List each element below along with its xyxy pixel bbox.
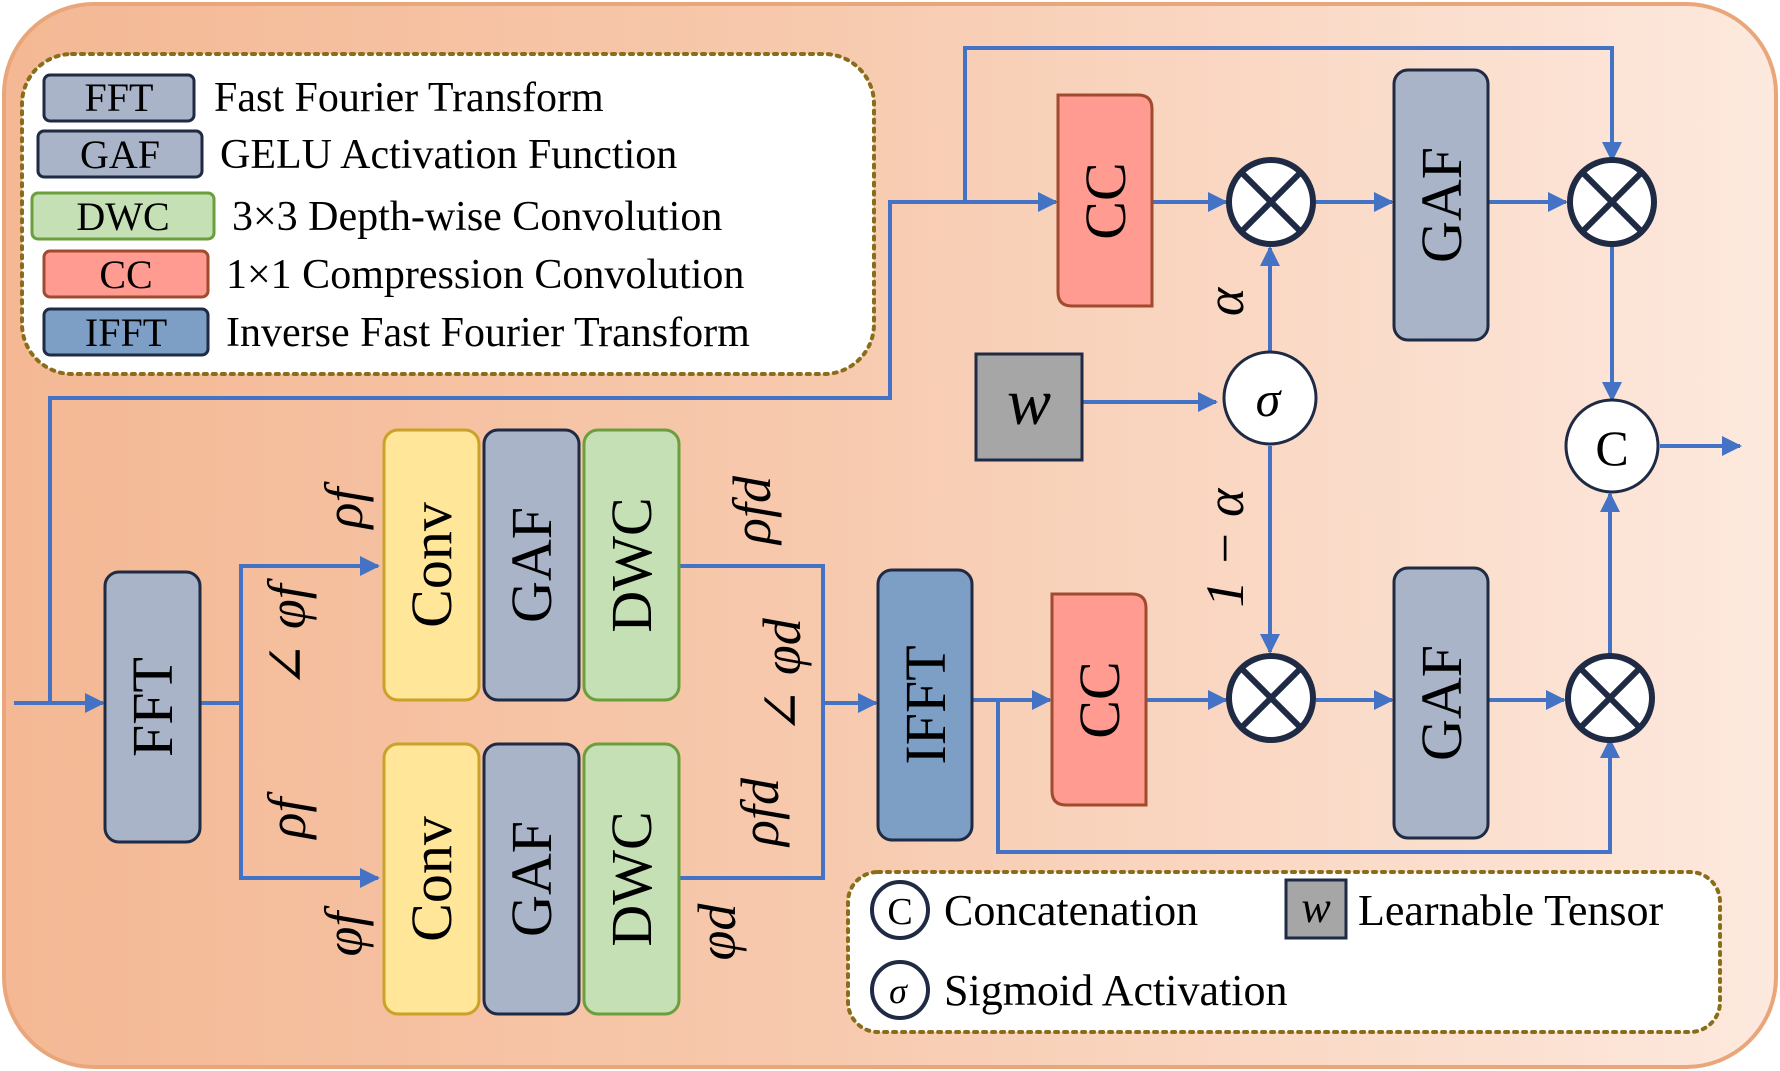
dwc-block-upper: DWC (582, 428, 681, 702)
label-rho-f-upper: ρf (314, 481, 374, 531)
cc-label-top: CC (1073, 162, 1138, 239)
legend-tensor-item: w Learnable Tensor (1284, 878, 1664, 940)
multiply-node-bottom-right (1565, 653, 1655, 743)
connector-dwc-merge-bottom (680, 703, 825, 880)
legend-dwc-abbr: DWC (76, 194, 169, 239)
legend-ifft-desc: Inverse Fast Fourier Transform (226, 310, 750, 356)
legend-sigmoid-symbol: σ (889, 971, 908, 1011)
legend-gaf-abbr: GAF (80, 132, 160, 177)
label-rho-f-d-lower: ρfd (730, 777, 790, 848)
sigmoid-label: σ (1256, 371, 1283, 427)
learnable-tensor-label: w (1007, 366, 1051, 439)
legend-item-fft: FFT Fast Fourier Transform (42, 73, 604, 123)
gaf-block-bottom-right: GAF (1392, 566, 1490, 840)
legend-sigmoid-desc: Sigmoid Activation (944, 966, 1287, 1015)
cc-block-bottom: CC (1050, 592, 1148, 807)
connector-fft-split-lower (239, 703, 380, 888)
learnable-tensor-block: w (974, 352, 1084, 462)
multiply-node-top-middle (1226, 157, 1316, 247)
multiply-node-bottom-middle (1226, 653, 1316, 743)
connectors (14, 46, 1742, 888)
gaf-label-bottom-right: GAF (1409, 645, 1474, 761)
legend-concat-desc: Concatenation (944, 886, 1198, 935)
legend-gaf-desc: GELU Activation Function (220, 132, 677, 178)
legend-concat-symbol: C (887, 891, 912, 933)
legend-item-cc: CC 1×1 Compression Convolution (42, 249, 744, 299)
gaf-block-lower-left: GAF (482, 742, 581, 1016)
connector-top-skip (963, 46, 1622, 202)
legend-fft-desc: Fast Fourier Transform (214, 75, 604, 121)
gaf-block-top-right: GAF (1392, 68, 1490, 342)
conv-block-lower: Conv (382, 742, 481, 1016)
legend-cc-abbr: CC (99, 252, 152, 297)
legend-dwc-desc: 3×3 Depth-wise Convolution (232, 194, 722, 240)
legend-item-gaf: GAF GELU Activation Function (36, 129, 677, 179)
legend-bottom: C Concatenation w Learnable Tensor σ Sig… (846, 870, 1722, 1034)
legend-item-ifft: IFFT Inverse Fast Fourier Transform (42, 307, 750, 357)
label-angle-phi-d: ∠ φd (752, 617, 812, 734)
legend-tensor-symbol: w (1301, 883, 1331, 932)
connector-input-top-route (48, 192, 1058, 703)
label-rho-f-lower: ρf (257, 791, 317, 841)
conv-label-upper: Conv (399, 502, 464, 628)
label-rho-f-d-upper: ρfd (722, 475, 782, 546)
fft-label: FFT (120, 657, 185, 757)
gaf-label-lower-left: GAF (499, 821, 564, 937)
fft-block: FFT (103, 570, 202, 844)
label-one-minus-alpha: 1 − α (1195, 487, 1255, 607)
connector-dwc-merge-top (680, 564, 825, 703)
math-labels: ρf ∠ φf ρf φf ρfd ∠ φd ρfd φd α 1 − α (257, 286, 1255, 960)
connector-bottom-skip (996, 700, 1620, 854)
legend-cc-desc: 1×1 Compression Convolution (226, 252, 744, 298)
dwc-label-lower: DWC (599, 811, 664, 946)
ifft-label: IFFT (893, 645, 958, 764)
cc-label-bottom: CC (1067, 661, 1132, 738)
ifft-block: IFFT (876, 568, 974, 842)
legend-top: FFT Fast Fourier Transform GAF GELU Acti… (20, 52, 876, 376)
dwc-label-upper: DWC (599, 497, 664, 632)
concat-label: C (1595, 420, 1628, 476)
legend-concat-item: C Concatenation (870, 880, 1198, 940)
connector-fft-split (200, 556, 380, 705)
label-phi-f: φf (314, 905, 374, 957)
legend-sigmoid-item: σ Sigmoid Activation (870, 960, 1287, 1020)
legend-ifft-abbr: IFFT (85, 310, 167, 355)
concat-node: C (1564, 398, 1660, 494)
label-phi-d: φd (687, 903, 747, 961)
cc-block-top: CC (1056, 93, 1154, 308)
dwc-block-lower: DWC (582, 742, 681, 1016)
label-alpha: α (1195, 286, 1255, 316)
legend-tensor-desc: Learnable Tensor (1358, 886, 1664, 935)
conv-label-lower: Conv (399, 816, 464, 942)
gaf-label-upper-left: GAF (499, 507, 564, 623)
conv-block-upper: Conv (382, 428, 481, 702)
legend-fft-abbr: FFT (85, 75, 154, 120)
multiply-node-top-right (1567, 157, 1657, 247)
gaf-block-upper-left: GAF (482, 428, 581, 702)
sigmoid-node: σ (1222, 350, 1318, 446)
legend-item-dwc: DWC 3×3 Depth-wise Convolution (30, 191, 722, 241)
gaf-label-top-right: GAF (1409, 147, 1474, 263)
label-angle-phi-f: ∠ φf (257, 577, 317, 688)
